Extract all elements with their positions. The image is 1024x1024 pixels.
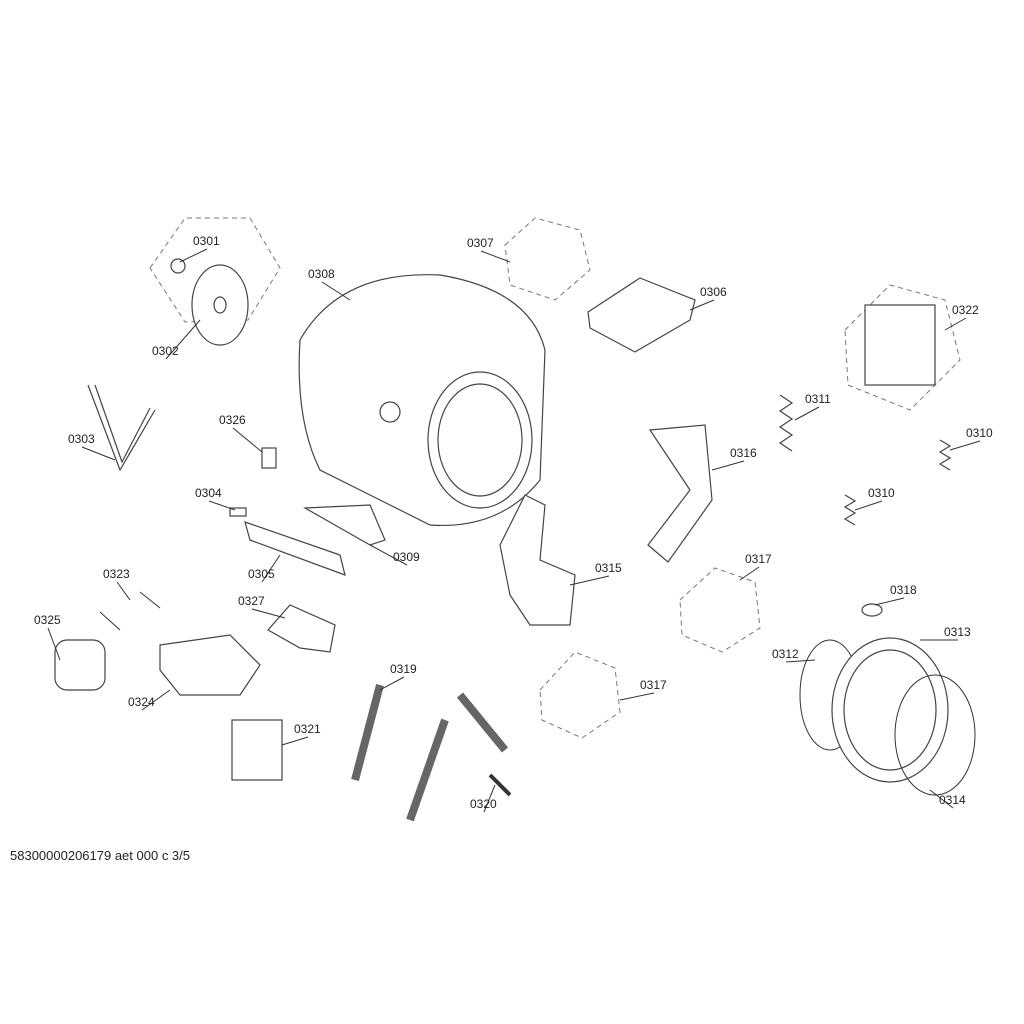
diagram-caption: 58300000206179 aet 000 c 3/5 — [10, 848, 191, 863]
parts-group — [54, 217, 976, 822]
leader-line-0302 — [165, 319, 201, 360]
part-0310-spring-a — [938, 439, 952, 471]
part-label-0323: 0323 — [103, 567, 130, 581]
part-0327-cover — [267, 604, 336, 653]
group-0317-outline-a — [679, 567, 761, 653]
part-label-0320: 0320 — [470, 797, 497, 811]
part-label-0308: 0308 — [308, 267, 335, 281]
part-0303-belt — [87, 384, 156, 472]
part-0320-bolt — [488, 773, 512, 797]
part-0323-screws — [99, 591, 161, 631]
part-label-0317: 0317 — [745, 552, 772, 566]
part-0304-ntc — [229, 507, 247, 517]
part-label-0324: 0324 — [128, 695, 155, 709]
part-label-0326: 0326 — [219, 413, 246, 427]
group-0307-outline — [504, 217, 591, 301]
part-0324-motor — [159, 634, 261, 696]
part-label-0327: 0327 — [238, 594, 265, 608]
part-0314-clamp-ring — [894, 674, 976, 796]
part-label-0325: 0325 — [34, 613, 61, 627]
leader-line-0320 — [483, 784, 496, 813]
part-label-0314: 0314 — [939, 793, 966, 807]
part-label-0311: 0311 — [805, 392, 831, 406]
part-0319-shock-absorbers — [351, 683, 509, 822]
leader-line-0303 — [81, 446, 116, 461]
part-label-0305: 0305 — [248, 567, 275, 581]
leader-line-0314 — [929, 789, 954, 809]
part-label-0313: 0313 — [944, 625, 971, 639]
leader-line-0318 — [874, 597, 905, 606]
leader-line-0309 — [369, 544, 408, 566]
part-label-0309: 0309 — [393, 550, 420, 564]
part-0321-board — [231, 719, 283, 781]
leader-line-0306 — [689, 299, 715, 311]
leader-line-0317 — [739, 566, 760, 581]
part-0316-counterweight — [647, 424, 713, 563]
part-0305-heater — [244, 521, 346, 576]
part-0315-counterweight — [499, 494, 576, 626]
part-0326-sensor — [261, 447, 277, 469]
part-label-0301: 0301 — [193, 234, 220, 248]
part-0306-cover — [587, 277, 696, 353]
tub-port — [379, 401, 401, 423]
part-label-0307: 0307 — [467, 236, 494, 250]
part-0325-connector — [54, 639, 106, 691]
door-seal-inner — [843, 649, 937, 771]
part-label-0306: 0306 — [700, 285, 727, 299]
part-label-0318: 0318 — [890, 583, 917, 597]
part-0318-clamp — [861, 603, 883, 617]
part-0311-spring — [778, 394, 794, 452]
leader-line-0312 — [785, 659, 816, 663]
part-label-0322: 0322 — [952, 303, 979, 317]
pulley-hub — [213, 296, 227, 314]
part-label-0315: 0315 — [595, 561, 622, 575]
leader-line-0315 — [569, 575, 610, 586]
leader-line-0307 — [480, 250, 511, 263]
leader-line-0324 — [141, 689, 171, 711]
leader-line-0311 — [794, 406, 820, 421]
leader-line-0310 — [949, 440, 981, 451]
part-label-0310: 0310 — [868, 486, 895, 500]
leader-line-0321 — [281, 736, 309, 746]
leader-line-0323 — [116, 581, 131, 601]
part-label-0321: 0321 — [294, 722, 321, 736]
leader-line-0325 — [47, 627, 61, 661]
leader-line-0327 — [251, 608, 286, 619]
group-0322-outline — [844, 284, 961, 411]
part-label-0312: 0312 — [772, 647, 799, 661]
leader-line-0322 — [944, 317, 967, 331]
part-label-0310: 0310 — [966, 426, 993, 440]
leader-line-0317 — [619, 692, 655, 701]
leader-line-0316 — [711, 460, 745, 471]
part-label-0303: 0303 — [68, 432, 95, 446]
leader-line-0304 — [208, 500, 236, 511]
leader-line-0310 — [854, 500, 883, 511]
leader-line-0305 — [261, 554, 281, 583]
part-labels: 0301 0302 0303 0308 0307 0306 0322 0311 0310 0310… — [34, 234, 993, 811]
part-label-0302: 0302 — [152, 344, 179, 358]
leader-line-0301 — [179, 248, 208, 263]
part-label-0316: 0316 — [730, 446, 757, 460]
part-0310-spring-b — [843, 494, 857, 526]
part-label-0319: 0319 — [390, 662, 417, 676]
group-0317-outline-b — [539, 651, 621, 739]
part-label-0304: 0304 — [195, 486, 222, 500]
part-0309-baffle — [302, 504, 386, 546]
leader-line-0319 — [379, 676, 405, 691]
part-label-0317: 0317 — [640, 678, 667, 692]
leader-line-0308 — [321, 281, 351, 301]
part-0301-bearing — [170, 258, 186, 274]
group-0301-0302-outline — [149, 217, 281, 323]
part-0322-module — [864, 304, 936, 386]
leader-lines — [47, 248, 981, 813]
leader-line-0326 — [232, 427, 263, 453]
tub-inner-ring — [437, 383, 523, 497]
